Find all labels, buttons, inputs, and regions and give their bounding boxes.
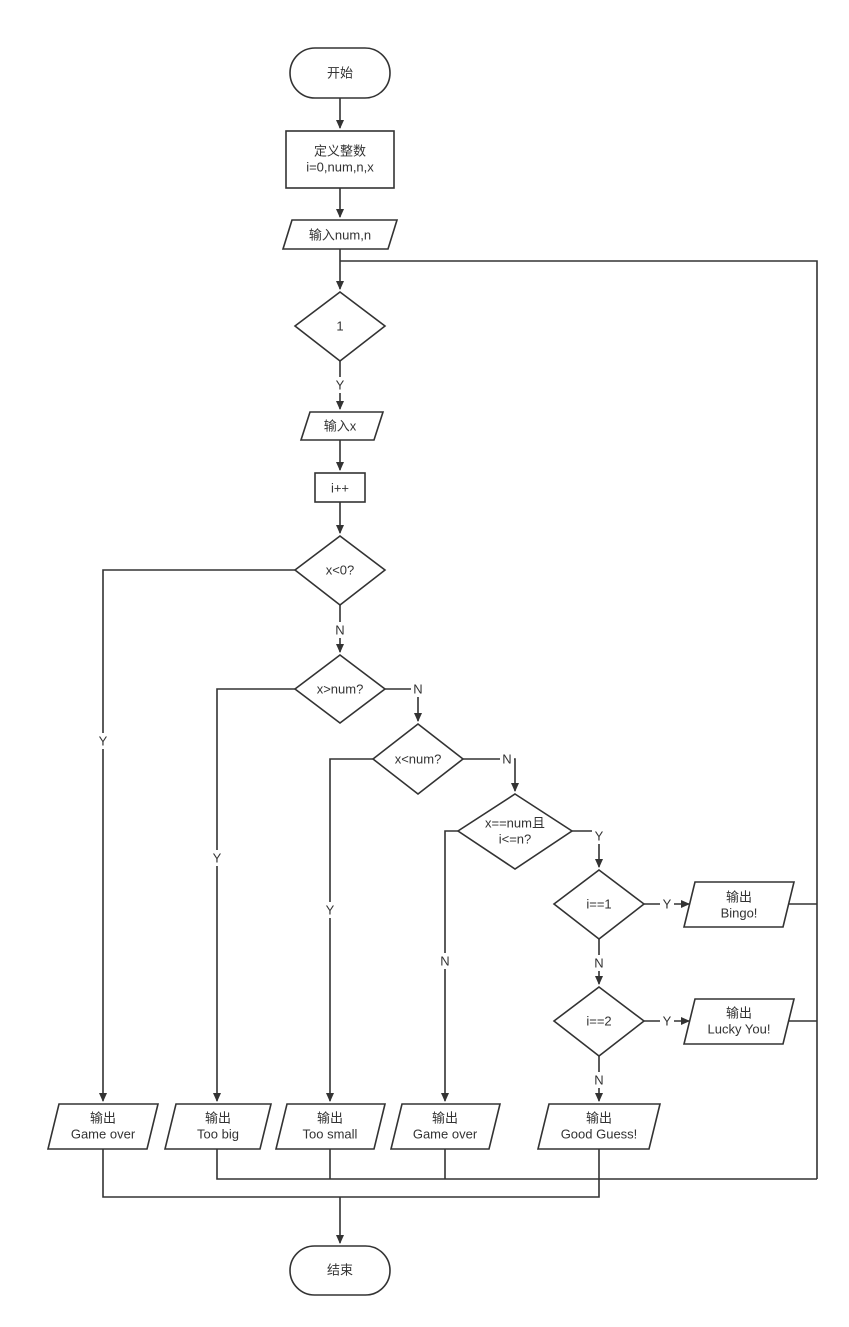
output-toosmall-line2: Too small (303, 1127, 358, 1142)
define-label-line2: i=0,num,n,x (306, 160, 374, 175)
output-bingo-line2: Bingo! (721, 906, 758, 921)
input-x-node: 输入x (299, 411, 385, 441)
output-gameover-2-line2: Game over (413, 1127, 478, 1142)
output-goodguess-node: 输出 Good Guess! (536, 1103, 662, 1150)
label-neg-yes: Y (99, 734, 108, 749)
nodes: 开始 定义整数 i=0,num,n,x 输入num,n 1 输入x i++ (46, 47, 796, 1296)
label-i2-no: N (594, 1073, 603, 1088)
check-negative-label: x<0? (326, 563, 355, 578)
check-i2-label: i==2 (586, 1014, 611, 1029)
edge-loop-back (340, 260, 818, 1179)
output-toosmall-node: 输出 Too small (274, 1103, 387, 1150)
define-node: 定义整数 i=0,num,n,x (285, 130, 395, 189)
define-label-line1: 定义整数 (314, 144, 366, 159)
end-node: 结束 (289, 1245, 391, 1296)
loop-decision-label: 1 (336, 319, 343, 334)
output-lucky-node: 输出 Lucky You! (682, 998, 796, 1045)
check-big-label: x>num? (317, 682, 364, 697)
increment-node: i++ (314, 472, 366, 503)
check-small-decision: x<num? (371, 722, 465, 796)
check-equal-decision: x==num且 i<=n? (456, 793, 574, 870)
edge-big-yes (213, 688, 295, 1102)
check-equal-label-line1: x==num且 (485, 816, 545, 831)
output-lucky-line1: 输出 (726, 1006, 752, 1021)
loop-decision: 1 (293, 290, 387, 363)
check-small-label: x<num? (395, 752, 442, 767)
output-gameover-2-node: 输出 Game over (389, 1103, 502, 1150)
edges (99, 98, 818, 1244)
check-i2-decision: i==2 (552, 985, 646, 1058)
output-toosmall-line1: 输出 (317, 1111, 343, 1126)
edge-small-yes (326, 758, 373, 1102)
check-negative-decision: x<0? (293, 534, 387, 607)
end-label: 结束 (327, 1263, 353, 1278)
edge-neg-yes (99, 569, 295, 1102)
label-big-yes: Y (213, 851, 222, 866)
output-bingo-line1: 输出 (726, 890, 752, 905)
label-neg-no: N (335, 623, 344, 638)
label-i1-yes: Y (663, 897, 672, 912)
output-gameover-1-node: 输出 Game over (46, 1103, 160, 1150)
output-toobig-node: 输出 Too big (163, 1103, 273, 1150)
output-bingo-node: 输出 Bingo! (682, 881, 796, 928)
check-i1-decision: i==1 (552, 868, 646, 941)
output-gameover-1-line2: Game over (71, 1127, 136, 1142)
label-loop-yes: Y (336, 378, 345, 393)
check-i1-label: i==1 (586, 897, 611, 912)
label-big-no: N (413, 682, 422, 697)
edge-small-no (463, 758, 519, 792)
label-i1-no: N (594, 956, 603, 971)
label-small-no: N (502, 752, 511, 767)
edge-bottom-return (216, 1149, 817, 1180)
input-num-label: 输入num,n (309, 228, 371, 243)
output-toobig-line1: 输出 (205, 1111, 231, 1126)
check-equal-label-line2: i<=n? (499, 832, 532, 847)
input-num-node: 输入num,n (281, 219, 399, 250)
label-i2-yes: Y (663, 1014, 672, 1029)
output-goodguess-line2: Good Guess! (561, 1127, 638, 1142)
output-goodguess-line1: 输出 (586, 1111, 612, 1126)
input-x-label: 输入x (324, 419, 357, 434)
label-equal-yes: Y (595, 829, 604, 844)
start-label: 开始 (327, 66, 353, 81)
edge-equal-no (441, 830, 458, 1102)
label-equal-no: N (440, 954, 449, 969)
increment-label: i++ (331, 481, 349, 496)
edge-labels: Y Y N Y N Y N N Y Y N Y N (96, 377, 674, 1088)
label-small-yes: Y (326, 903, 335, 918)
start-node: 开始 (289, 47, 391, 99)
output-toobig-line2: Too big (197, 1127, 239, 1142)
edge-gameover1-exit (102, 1149, 600, 1198)
output-gameover-2-line1: 输出 (432, 1111, 458, 1126)
check-big-decision: x>num? (293, 653, 387, 725)
output-gameover-1-line1: 输出 (90, 1111, 116, 1126)
output-lucky-line2: Lucky You! (708, 1022, 771, 1037)
